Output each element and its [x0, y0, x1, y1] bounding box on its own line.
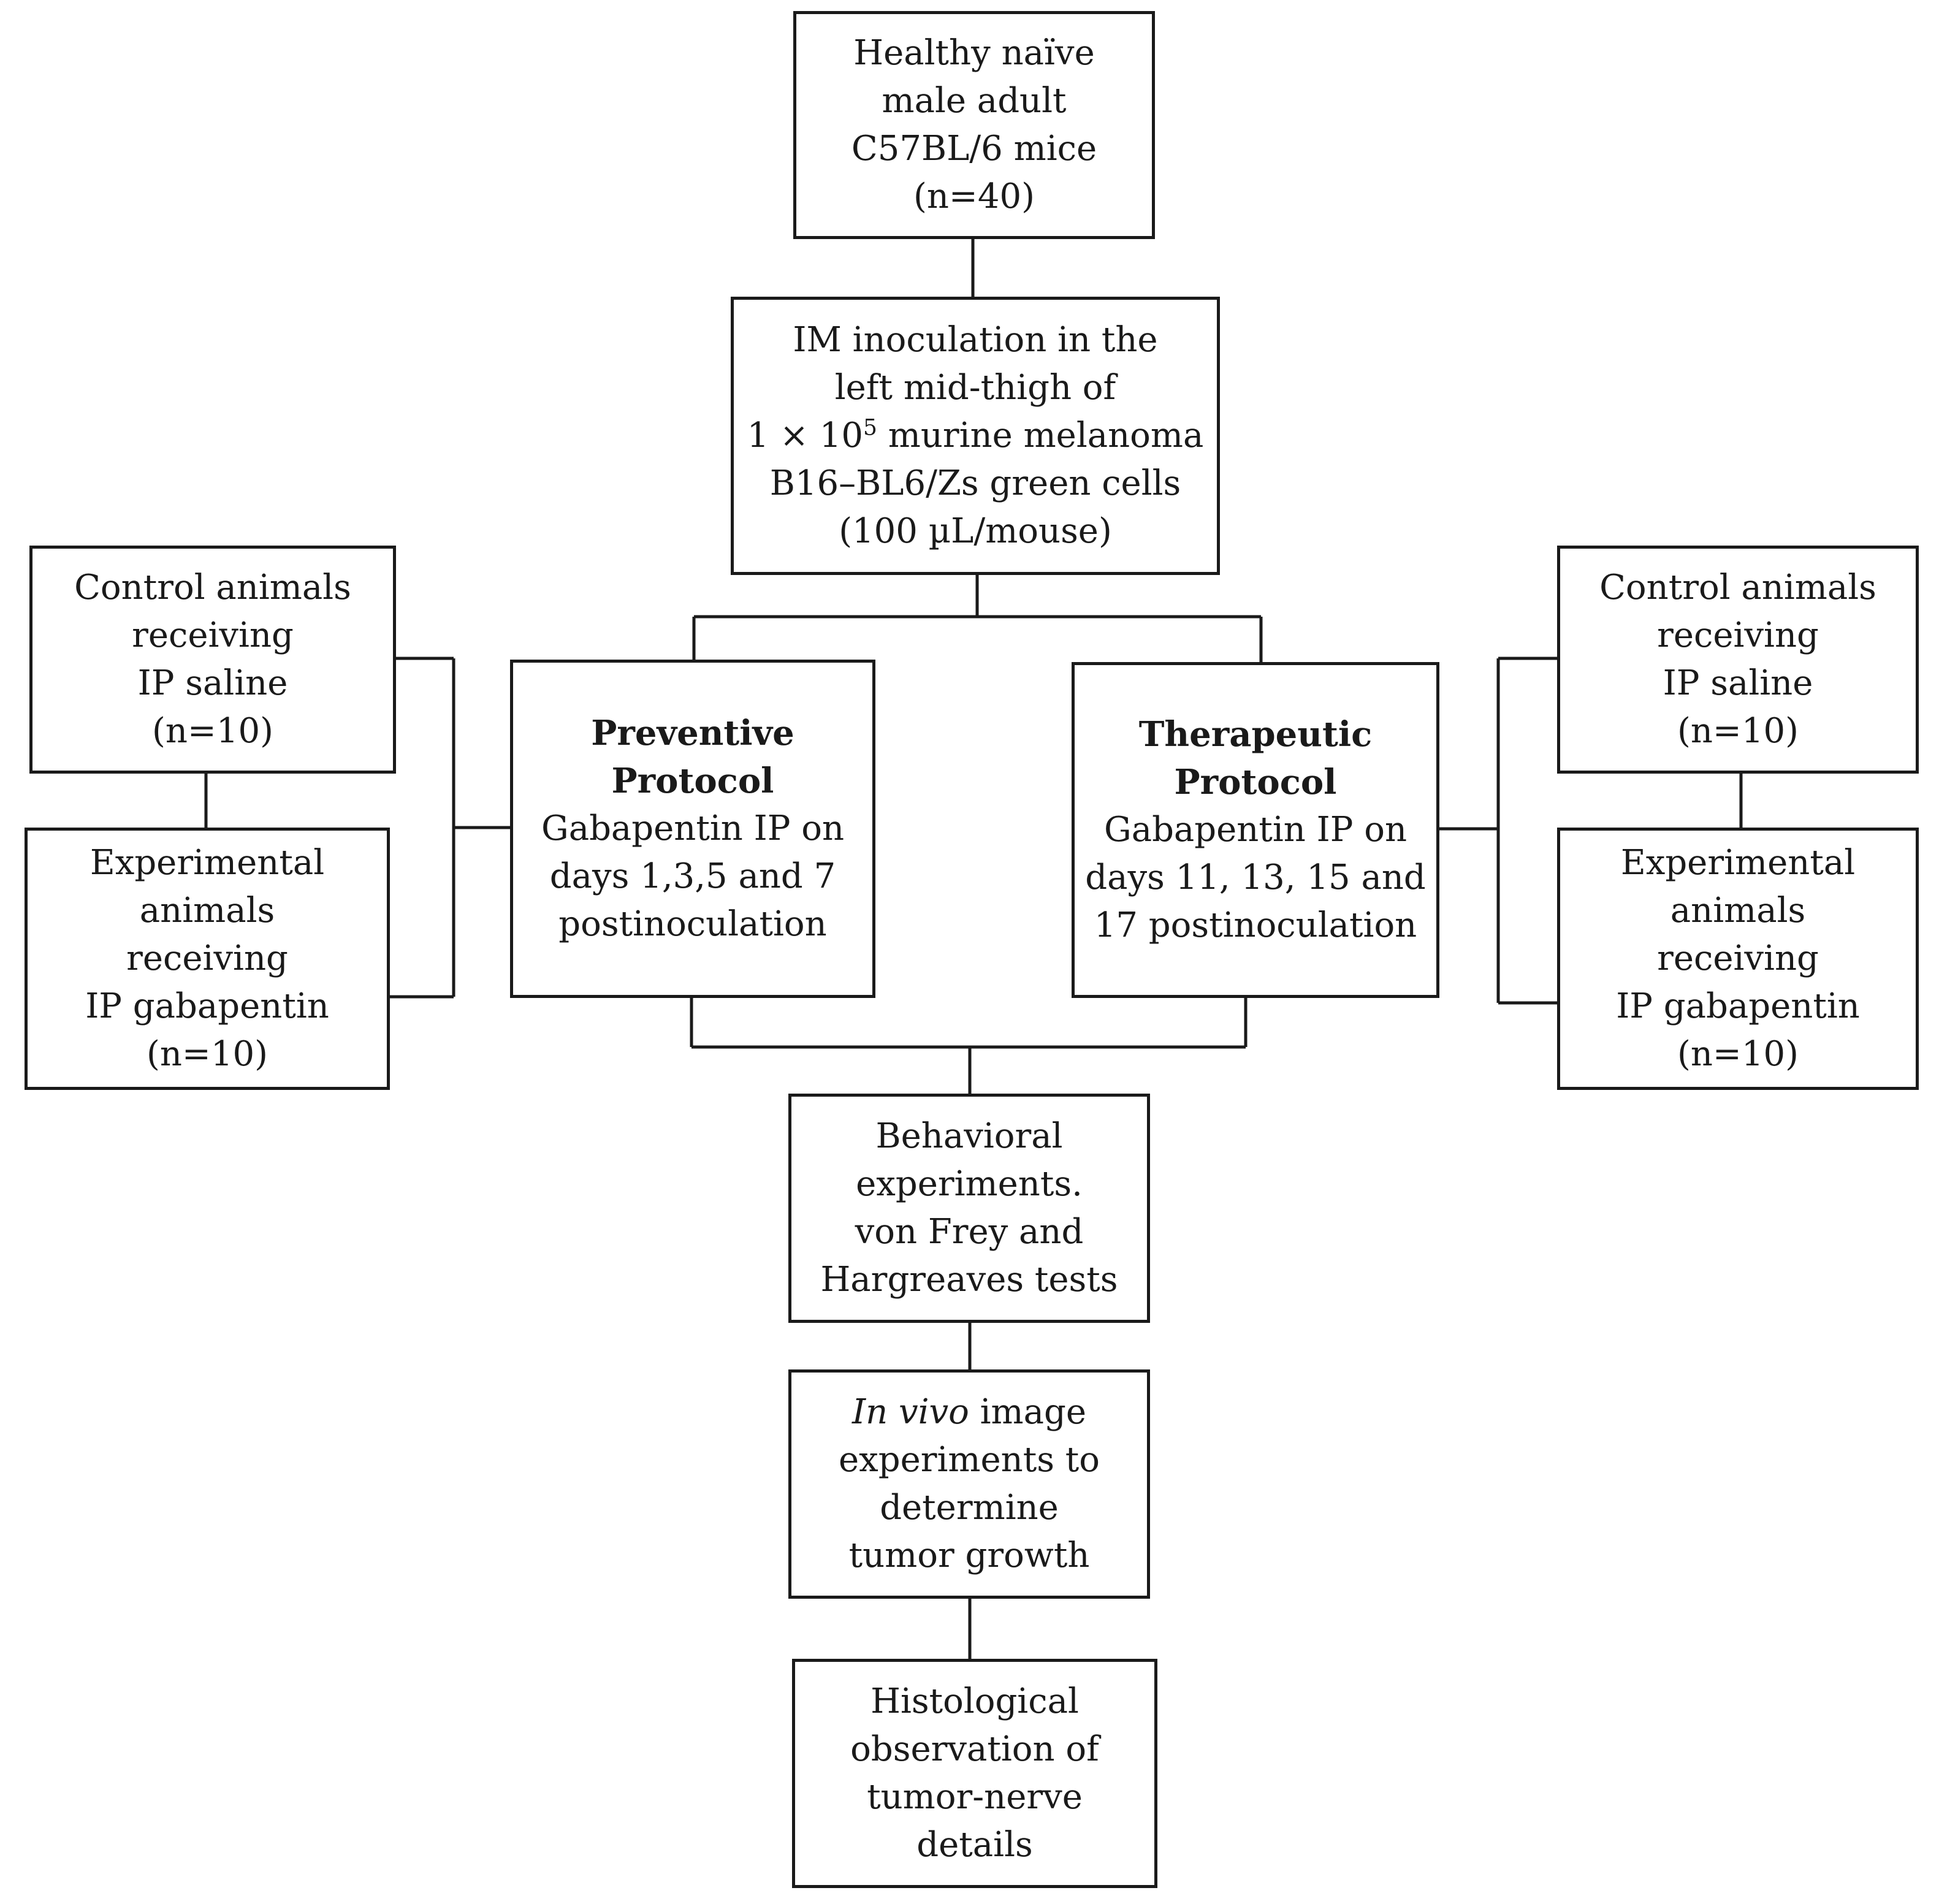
start-line-3: C57BL/6 mice: [851, 129, 1097, 169]
histology-line-1: Histological: [870, 1681, 1079, 1721]
preventive-body-line-1: Gabapentin IP on: [541, 809, 845, 848]
behavioral-line-1: Behavioral: [875, 1116, 1063, 1156]
left-control-line-3: IP saline: [137, 663, 288, 703]
therapeutic-body-line-3: 17 postinoculation: [1094, 905, 1417, 945]
imaging-in-vivo: In vivo: [851, 1392, 969, 1432]
inoculation-line-3: 1 × 105 murine melanoma: [747, 412, 1204, 460]
right-experimental-line-1: Experimental: [1620, 843, 1856, 883]
inoculation-dose-prefix: 1 × 10: [747, 416, 864, 455]
right-experimental-line-4: IP gabapentin: [1616, 986, 1860, 1026]
therapeutic-body-line-1: Gabapentin IP on: [1103, 810, 1408, 850]
histology-line-2: observation of: [850, 1729, 1099, 1769]
imaging-box: In vivo image experiments to determine t…: [788, 1369, 1150, 1599]
inoculation-dose-exponent: 5: [863, 415, 877, 441]
inoculation-box: IM inoculation in the left mid-thigh of …: [731, 297, 1220, 575]
imaging-line-2: experiments to: [839, 1440, 1100, 1480]
preventive-body-line-3: postinoculation: [558, 904, 827, 944]
preventive-protocol-box: Preventive Protocol Gabapentin IP on day…: [510, 660, 875, 998]
start-line-2: male adult: [882, 81, 1067, 121]
left-experimental-line-4: IP gabapentin: [85, 986, 329, 1026]
imaging-line-1-rest: image: [969, 1392, 1087, 1432]
therapeutic-title-line-2: Protocol: [1174, 762, 1337, 802]
preventive-body-line-2: days 1,3,5 and 7: [549, 856, 836, 896]
imaging-line-4: tumor growth: [848, 1536, 1090, 1575]
therapeutic-body-line-2: days 11, 13, 15 and: [1085, 858, 1426, 897]
therapeutic-protocol-box: Therapeutic Protocol Gabapentin IP on da…: [1072, 662, 1439, 998]
left-experimental-line-5: (n=10): [147, 1034, 268, 1074]
imaging-line-1: In vivo image: [852, 1388, 1086, 1436]
behavioral-line-3: von Frey and: [855, 1212, 1084, 1252]
start-line-4: (n=40): [913, 177, 1035, 216]
inoculation-line-5: (100 µL/mouse): [839, 511, 1112, 551]
start-box: Healthy naïve male adult C57BL/6 mice (n…: [793, 11, 1155, 239]
left-control-box: Control animals receiving IP saline (n=1…: [29, 546, 396, 774]
right-experimental-box: Experimental animals receiving IP gabape…: [1557, 828, 1919, 1090]
right-control-line-2: receiving: [1657, 615, 1819, 655]
left-control-line-2: receiving: [132, 615, 294, 655]
left-experimental-line-3: receiving: [126, 939, 288, 978]
inoculation-line-4: B16–BL6/Zs green cells: [769, 463, 1181, 503]
inoculation-line-2: left mid-thigh of: [834, 368, 1116, 408]
start-line-1: Healthy naïve: [853, 33, 1095, 73]
histology-line-4: details: [916, 1825, 1033, 1865]
left-experimental-line-1: Experimental: [90, 843, 325, 883]
left-experimental-box: Experimental animals receiving IP gabape…: [25, 828, 390, 1090]
inoculation-line-1: IM inoculation in the: [793, 320, 1158, 360]
behavioral-box: Behavioral experiments. von Frey and Har…: [788, 1094, 1150, 1323]
right-experimental-line-3: receiving: [1657, 939, 1819, 978]
right-control-line-3: IP saline: [1663, 663, 1813, 703]
right-control-line-4: (n=10): [1677, 711, 1799, 751]
left-control-line-1: Control animals: [74, 568, 351, 607]
therapeutic-title-line-1: Therapeutic: [1138, 714, 1373, 755]
left-experimental-line-2: animals: [139, 891, 275, 931]
left-control-line-4: (n=10): [152, 711, 273, 751]
preventive-title-line-2: Protocol: [611, 761, 774, 801]
preventive-title-line-1: Preventive: [591, 713, 794, 753]
right-experimental-line-5: (n=10): [1677, 1034, 1799, 1074]
inoculation-dose-suffix: murine melanoma: [877, 416, 1204, 455]
right-control-line-1: Control animals: [1599, 568, 1876, 607]
histology-box: Histological observation of tumor-nerve …: [792, 1659, 1157, 1888]
imaging-line-3: determine: [880, 1488, 1059, 1528]
right-experimental-line-2: animals: [1670, 891, 1806, 931]
right-control-box: Control animals receiving IP saline (n=1…: [1557, 546, 1919, 774]
behavioral-line-2: experiments.: [856, 1164, 1083, 1204]
histology-line-3: tumor-nerve: [867, 1777, 1083, 1817]
behavioral-line-4: Hargreaves tests: [820, 1260, 1118, 1300]
